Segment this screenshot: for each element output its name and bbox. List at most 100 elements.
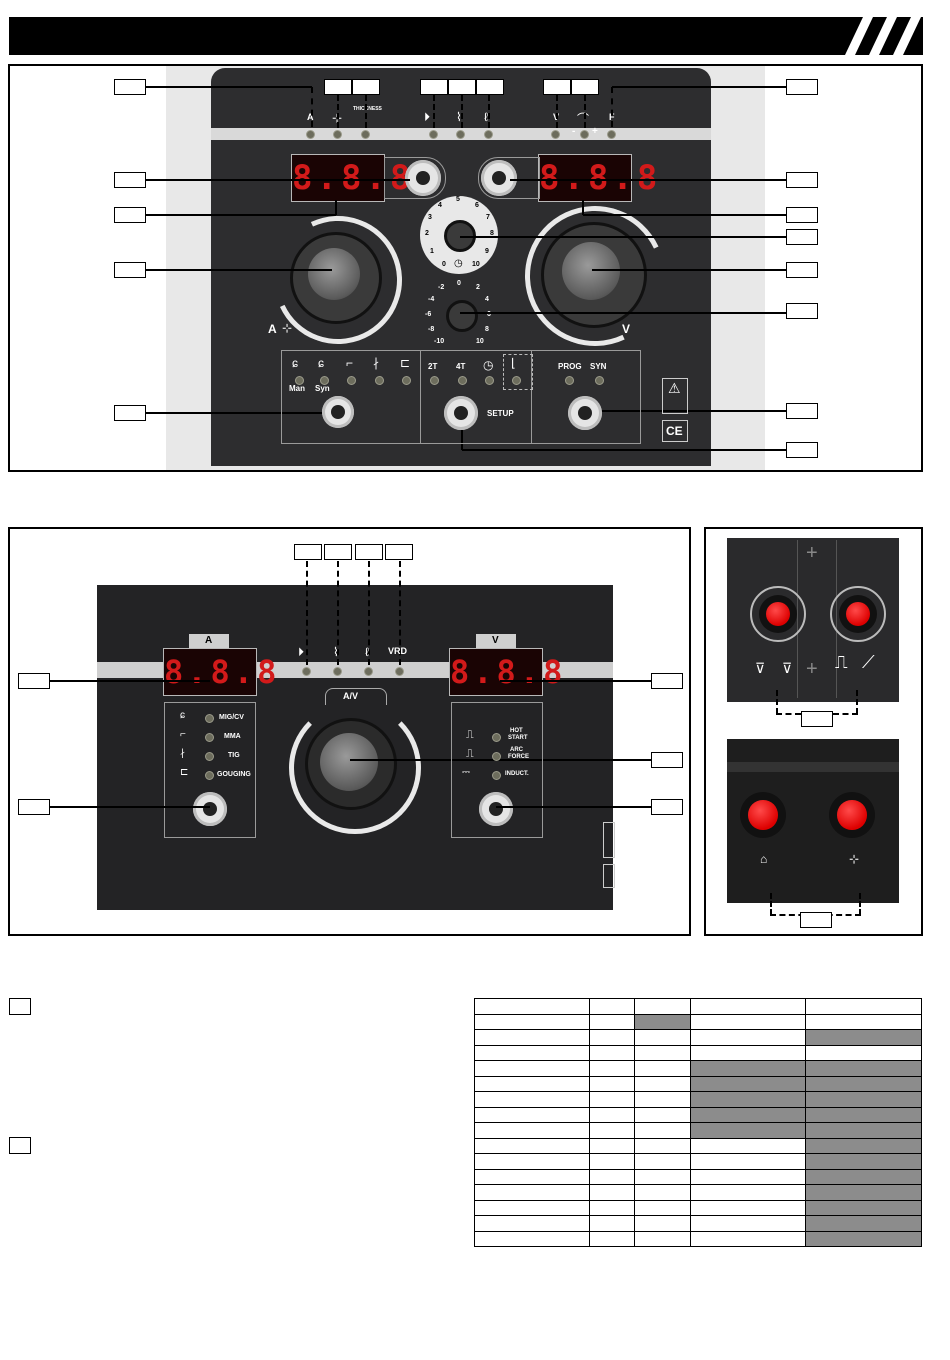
figure-1-frame [8,64,923,472]
table-cell [805,1013,922,1030]
led-tig [347,376,356,385]
leader-17 [592,269,786,271]
table-cell [634,1075,691,1092]
gouging-icon-2: ⊏ [180,767,189,778]
temperature-icon: ⌇ [456,110,462,124]
mode-button[interactable] [322,396,354,428]
right-knob-label: V [622,322,631,336]
syn-prog-label: SYN [590,362,607,371]
table-cell [634,1106,691,1123]
led-prog [565,376,574,385]
led2-arc-force [492,752,501,761]
timer-tick-2: 2 [425,230,429,237]
callout-20 [786,442,818,458]
led-spot [485,376,494,385]
table-row [474,998,922,1015]
callout-27 [651,752,683,768]
right-selector-knob[interactable] [839,595,877,633]
leader-30b [856,690,858,714]
clock-icon: ◷ [454,258,463,269]
timer-tick-10: 10 [472,261,480,268]
option-button-2[interactable] [479,792,513,826]
leader-4 [433,95,435,128]
table-cell [634,1091,691,1108]
callout-6 [476,79,504,95]
led2-gas [302,667,311,676]
setup-button[interactable] [444,396,478,430]
timer-tick-0: 0 [442,261,446,268]
left-knob-label: A [268,322,277,336]
led2-hot-start [492,733,501,742]
table-cell [634,998,691,1015]
program-group [531,350,641,444]
warning-icon: ⚠ [668,380,681,396]
mode-mig: MIG/CV [219,714,244,721]
table-cell [634,1199,691,1216]
leader-16 [460,236,786,238]
arc-force-line2: FORCE [508,754,529,760]
leader-8 [584,95,586,128]
left-knob-cap [308,248,360,300]
inductance-knob[interactable] [446,300,478,332]
polarity-plus: + [592,126,598,137]
table-cell [690,1106,806,1123]
table-cell [589,1153,635,1170]
gas-test-button[interactable] [740,792,786,838]
wire-inch-icon: ⊹ [849,852,860,866]
led-temp [456,130,465,139]
table-cell [805,998,922,1015]
table-cell [805,1075,922,1092]
table-cell [589,1013,635,1030]
table-cell [690,1184,806,1201]
table-cell [589,998,635,1015]
table-cell [805,1215,922,1232]
special-mode-box [503,354,533,390]
led-v [551,130,560,139]
table-cell [589,1060,635,1077]
led-polarity [580,130,589,139]
callout-1 [114,79,146,95]
table-cell [474,1122,590,1139]
callout-16 [786,229,818,245]
mode-group-2 [164,702,256,838]
induct-tick-4: 4 [485,296,489,303]
polarity-minus: - [572,126,576,137]
a-header: A [205,635,213,646]
display-right: 8.8.8 [538,154,657,202]
section-marker-2 [9,1137,31,1154]
table-cell [474,1091,590,1108]
callout-9 [786,79,818,95]
table-cell [474,1199,590,1216]
right-knob-cap [562,242,620,300]
leader-20 [462,449,786,451]
torch-icon-2: ⊽ [782,660,793,676]
wire-inch-button[interactable] [829,792,875,838]
leader-9 [612,86,786,88]
mma-icon-2: ⌐ [180,729,186,740]
current-icon: ⊹ [282,321,293,335]
av-knob-label: A/V [343,691,359,701]
callout-24 [385,544,413,560]
ce-box [662,420,688,442]
hot-start-line2: START [508,735,528,741]
left-selector-knob[interactable] [759,595,797,633]
table-cell [690,1215,806,1232]
table-row [474,1013,922,1030]
table-cell [690,1013,806,1030]
led2-mma [205,733,214,742]
prog-button[interactable] [568,396,602,430]
table-row [474,1122,922,1139]
left-arrow-button[interactable] [405,160,441,196]
arc-force-line1: ARC [510,747,523,753]
mode-button-2[interactable] [193,792,227,826]
table-cell [589,1029,635,1046]
right-selector-ring [830,586,886,642]
display-a: 8.8.8 [163,648,276,696]
right-arrow-button[interactable] [481,160,517,196]
av-knob-arc [289,702,421,834]
fault-icon: ℓ [484,110,488,124]
ce-mark: CE [666,424,683,438]
leader-19 [586,410,786,412]
marker-a: A [307,112,314,122]
gas-icon-2: ⏵ [298,645,305,659]
